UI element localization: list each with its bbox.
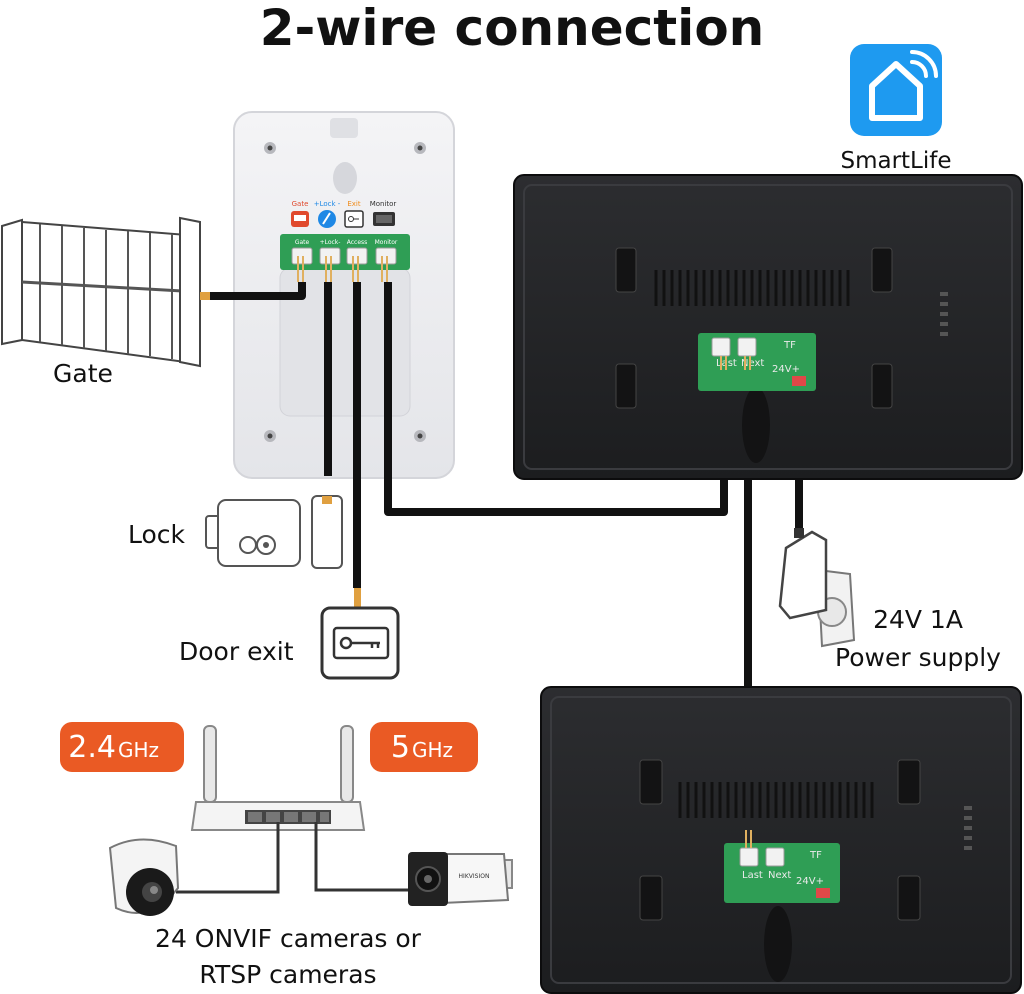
cameras-line2: RTSP cameras: [199, 960, 376, 989]
wifi-badge-2-4-main: 2.4: [68, 730, 116, 765]
router-illustration: [190, 725, 366, 831]
terminal-gate: Gate: [295, 239, 310, 246]
panel-label-exit: Exit: [347, 200, 361, 208]
monitor-secondary: Last Next TF 24V+: [540, 686, 1022, 994]
power-supply-line2: Power supply: [835, 643, 1001, 672]
camera-brand-text: HIKVISION: [459, 873, 490, 880]
gate-wire: [208, 282, 306, 300]
door-exit-label: Door exit: [179, 637, 294, 666]
panel-label-lock: +Lock -: [314, 200, 341, 208]
wifi-badge-2-4-unit: GHz: [118, 738, 159, 762]
monitor-main: Last Next TF 24V+: [513, 174, 1023, 480]
power-port-label: 24V+: [772, 364, 800, 375]
port-next-label-2: Next: [768, 870, 791, 881]
terminal-monitor: Monitor: [375, 239, 398, 246]
power-supply-line1: 24V 1A: [873, 605, 963, 634]
lock-label: Lock: [128, 520, 186, 549]
panel-label-monitor: Monitor: [370, 200, 397, 208]
terminal-lock: +Lock-: [320, 239, 341, 246]
wifi-badge-5ghz: 5 GHz: [370, 722, 478, 772]
tf-card-label: TF: [783, 340, 796, 351]
doorbell-panel: Gate +Lock - Exit Monitor Gate +Lock- Ac…: [233, 111, 455, 479]
camera-wires: [176, 822, 412, 894]
panel-label-gate: Gate: [292, 200, 309, 208]
lock-illustration: [205, 495, 343, 569]
bullet-camera: HIKVISION: [408, 852, 513, 906]
smartlife-label: SmartLife: [840, 148, 951, 174]
tf-card-label-2: TF: [809, 850, 822, 861]
gate-illustration: [0, 216, 210, 368]
smartlife-app: SmartLife: [840, 44, 952, 174]
page-title: 2-wire connection: [260, 0, 765, 57]
power-adapter: [778, 528, 856, 648]
port-last-label-2: Last: [742, 870, 763, 881]
door-exit-button: [320, 606, 400, 680]
gate-label: Gate: [53, 359, 113, 388]
wifi-badge-2-4ghz: 2.4 GHz: [60, 722, 184, 772]
wifi-badge-5-main: 5: [391, 730, 410, 765]
cameras-line1: 24 ONVIF cameras or: [155, 924, 422, 953]
wifi-badge-5-unit: GHz: [412, 738, 453, 762]
port-next-label: Next: [741, 358, 764, 369]
dome-camera: [108, 838, 180, 916]
terminal-access: Access: [347, 239, 368, 246]
power-port-label-2: 24V+: [796, 876, 824, 887]
